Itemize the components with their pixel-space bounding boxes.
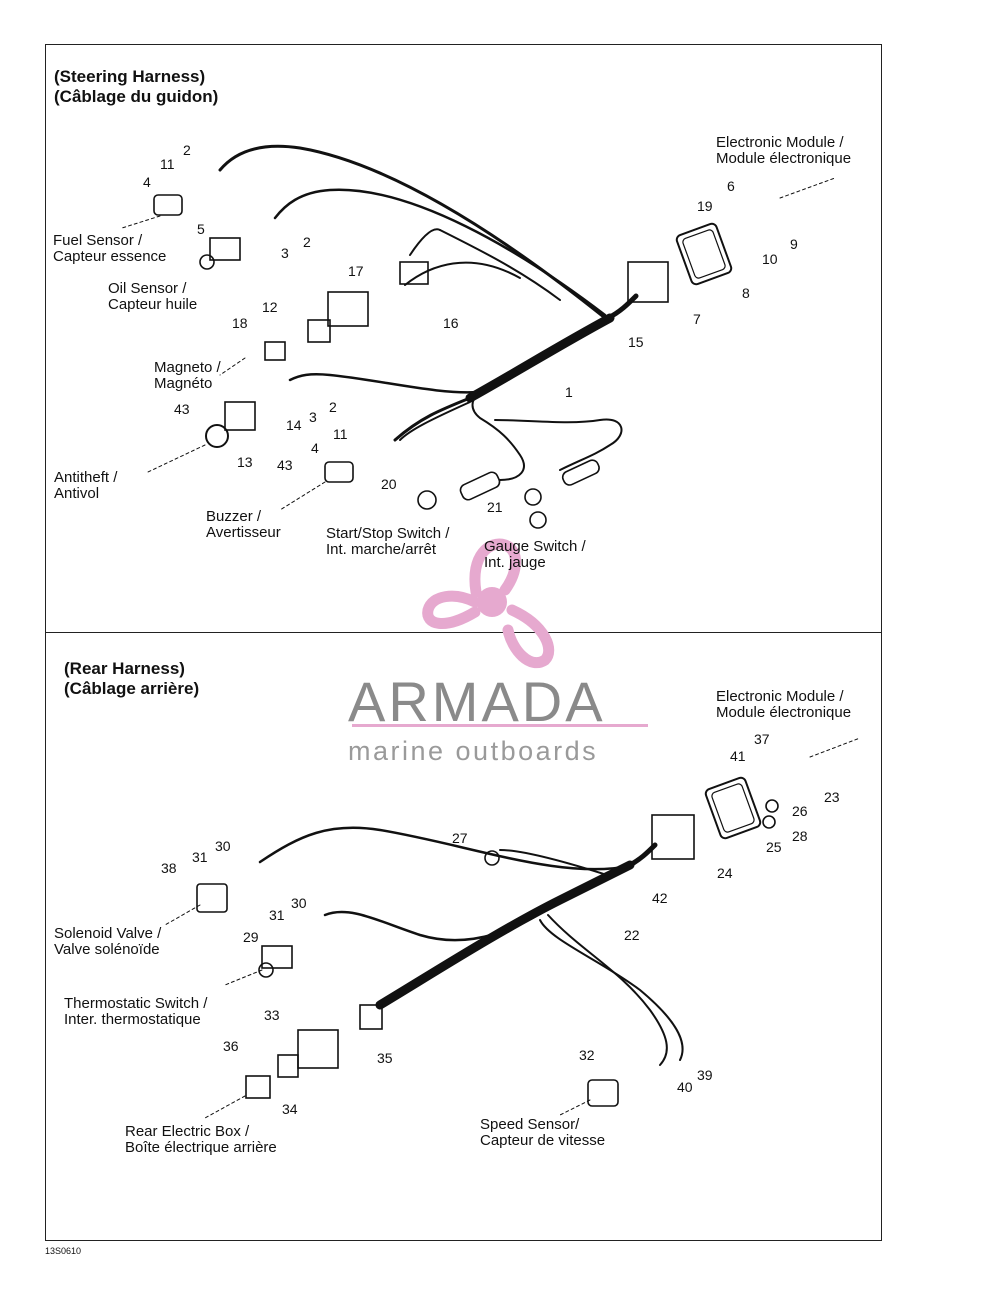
- part-number: 30: [215, 838, 231, 854]
- gauge-switch-label-fr: Int. jauge: [484, 554, 546, 571]
- gauge-switch-label: Gauge Switch /: [484, 538, 586, 555]
- rear-title-en: (Rear Harness): [64, 659, 185, 678]
- part-number: 43: [174, 401, 190, 417]
- electronic-module-label-fr: Module électronique: [716, 150, 852, 167]
- part-number: 31: [269, 907, 285, 923]
- part-number: 13: [237, 454, 253, 470]
- part-number: 4: [143, 174, 151, 190]
- part-number: 6: [727, 178, 735, 194]
- electronic-module-label: Electronic Module /: [716, 134, 844, 151]
- part-number: 17: [348, 263, 364, 279]
- section-divider: [45, 632, 882, 633]
- oil-sensor-label: Oil Sensor /: [108, 280, 187, 297]
- part-number: 30: [291, 895, 307, 911]
- part-number: 15: [628, 334, 644, 350]
- antitheft-label-fr: Antivol: [54, 485, 100, 502]
- part-number: 38: [161, 860, 177, 876]
- buzzer-label-fr: Avertisseur: [206, 524, 281, 541]
- part-number: 14: [286, 417, 302, 433]
- part-number: 7: [693, 311, 701, 327]
- solenoid-valve-label-fr: Valve solénoïde: [54, 941, 160, 958]
- rear-electronic-module-label-fr: Module électronique: [716, 704, 852, 721]
- rear-electric-box-label-fr: Boîte électrique arrière: [125, 1139, 277, 1156]
- part-number: 1: [565, 384, 573, 400]
- part-number: 5: [197, 221, 205, 237]
- part-number: 28: [792, 828, 808, 844]
- thermostatic-switch-label-fr: Inter. thermostatique: [64, 1011, 201, 1028]
- start-stop-label: Start/Stop Switch /: [326, 525, 450, 542]
- magneto-label: Magneto /: [154, 359, 221, 376]
- part-number: 35: [377, 1050, 393, 1066]
- part-number: 20: [381, 476, 397, 492]
- steering-title-fr: (Câblage du guidon): [54, 87, 219, 106]
- start-stop-label-fr: Int. marche/arrêt: [326, 541, 437, 558]
- antitheft-label: Antitheft /: [54, 469, 118, 486]
- watermark-brand: ARMADA: [348, 670, 606, 733]
- part-number: 18: [232, 315, 248, 331]
- magneto-label-fr: Magnéto: [154, 375, 213, 392]
- part-number: 37: [754, 731, 770, 747]
- part-number: 41: [730, 748, 746, 764]
- figure-code: 13S0610: [45, 1246, 82, 1256]
- speed-sensor-label-fr: Capteur de vitesse: [480, 1132, 606, 1149]
- part-number: 3: [309, 409, 317, 425]
- part-number: 43: [277, 457, 293, 473]
- part-number: 11: [160, 156, 175, 172]
- steering-title-en: (Steering Harness): [54, 67, 206, 86]
- part-number: 36: [223, 1038, 239, 1054]
- part-number: 26: [792, 803, 808, 819]
- diagram-frame: [45, 44, 882, 1241]
- part-number: 3: [281, 245, 289, 261]
- part-number: 23: [824, 789, 840, 805]
- watermark-rule: [352, 724, 648, 727]
- part-number: 31: [192, 849, 208, 865]
- part-number: 21: [487, 499, 503, 515]
- propeller-hub: [477, 587, 507, 617]
- part-number: 10: [762, 251, 778, 267]
- rear-title-fr: (Câblage arrière): [64, 679, 200, 698]
- rear-electronic-module-label: Electronic Module /: [716, 688, 844, 705]
- part-number: 19: [697, 198, 713, 214]
- steering-main-harness: [465, 313, 615, 403]
- part-number: 29: [243, 929, 259, 945]
- part-number: 12: [262, 299, 278, 315]
- part-number: 8: [742, 285, 750, 301]
- buzzer-label: Buzzer /: [206, 508, 262, 525]
- oil-sensor-label-fr: Capteur huile: [108, 296, 198, 313]
- part-number: 25: [766, 839, 782, 855]
- fuel-sensor-label: Fuel Sensor /: [53, 232, 143, 249]
- solenoid-valve-label: Solenoid Valve /: [54, 925, 162, 942]
- thermostatic-switch-label: Thermostatic Switch /: [64, 995, 208, 1012]
- part-number: 39: [697, 1067, 713, 1083]
- part-number: 2: [183, 142, 191, 158]
- part-number: 11: [333, 426, 348, 442]
- part-number: 40: [677, 1079, 693, 1095]
- propeller-icon: [422, 538, 555, 669]
- part-number: 9: [790, 236, 798, 252]
- part-number: 22: [624, 927, 640, 943]
- part-number: 33: [264, 1007, 280, 1023]
- part-number: 34: [282, 1101, 298, 1117]
- part-number: 2: [303, 234, 311, 250]
- part-number: 42: [652, 890, 668, 906]
- rear-main-harness: [375, 860, 635, 1010]
- rear-electric-box-label: Rear Electric Box /: [125, 1123, 250, 1140]
- part-number: 24: [717, 865, 733, 881]
- speed-sensor-label: Speed Sensor/: [480, 1116, 580, 1133]
- part-number: 2: [329, 399, 337, 415]
- part-number: 4: [311, 440, 319, 456]
- part-number: 16: [443, 315, 459, 331]
- watermark-tagline: marine outboards: [348, 736, 599, 766]
- fuel-sensor-label-fr: Capteur essence: [53, 248, 167, 265]
- part-number: 27: [452, 830, 468, 846]
- part-number: 32: [579, 1047, 595, 1063]
